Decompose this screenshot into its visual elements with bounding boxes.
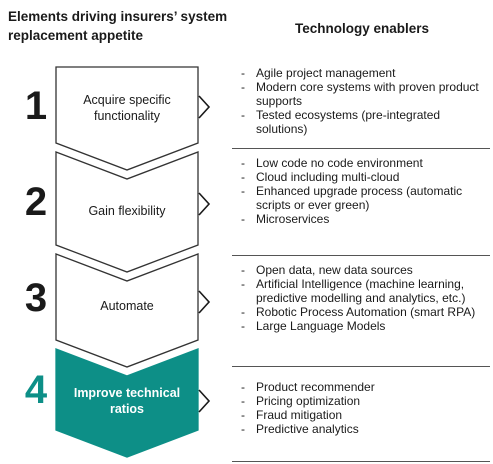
enabler-list-4: -Product recommender -Pricing optimizati… [241,380,489,436]
list-item: -Artificial Intelligence (machine learni… [241,277,466,305]
enabler-text: Tested ecosystems (pre-integrated soluti… [256,108,441,136]
chevron-right-icon [198,290,211,314]
enabler-text: Low code no code environment [256,156,423,170]
section-divider [232,366,490,367]
chevron-box-2 [55,151,199,273]
list-item: -Pricing optimization [241,394,361,408]
element-number-2: 2 [24,180,48,224]
chevron-right-icon [198,192,211,216]
enabler-text: Pricing optimization [256,394,361,408]
element-label-4: Improve technical ratios [73,386,181,416]
list-item: -Robotic Process Automation (smart RPA) [241,305,476,319]
list-item: -Modern core systems with proven product… [241,80,479,108]
list-item: -Tested ecosystems (pre-integrated solut… [241,108,441,136]
list-item: -Predictive analytics [241,422,359,436]
list-item: -Enhanced upgrade process (automatic scr… [241,184,463,212]
section-divider [232,255,490,256]
chevron-box-1 [55,66,199,171]
element-label-3: Automate [100,299,154,313]
chevron-box-3 [55,253,199,368]
section-divider [232,461,490,462]
enabler-text: Predictive analytics [256,422,359,436]
enabler-text: Agile project management [256,66,396,80]
enabler-list-2: -Low code no code environment -Cloud inc… [241,156,489,226]
enabler-text: Enhanced upgrade process (automatic scri… [256,184,463,212]
list-item: -Low code no code environment [241,156,423,170]
list-item: -Microservices [241,212,330,226]
right-column-header: Technology enablers [294,21,430,36]
enabler-text: Product recommender [256,380,375,394]
enabler-text: Microservices [256,212,330,226]
enabler-text: Modern core systems with proven product … [256,80,479,108]
enabler-list-3: -Open data, new data sources -Artificial… [241,263,489,333]
section-divider [232,148,490,149]
list-item: -Product recommender [241,380,375,394]
enabler-text: Cloud including multi-cloud [256,170,400,184]
enabler-text: Large Language Models [256,319,386,333]
list-item: -Large Language Models [241,319,386,333]
enabler-list-1: -Agile project management -Modern core s… [241,66,489,136]
list-item: -Agile project management [241,66,396,80]
element-label-2: Gain flexibility [88,204,166,218]
element-number-3: 3 [24,276,48,320]
list-item: -Cloud including multi-cloud [241,170,400,184]
element-number-4: 4 [24,368,48,412]
element-label-1: Acquire specific functionality [83,93,171,123]
enabler-text: Robotic Process Automation (smart RPA) [256,305,476,319]
chevron-right-icon [198,389,211,413]
element-number-1: 1 [24,84,48,128]
list-item: -Open data, new data sources [241,263,413,277]
enabler-text: Fraud mitigation [256,408,343,422]
chevron-box-4 [55,348,199,458]
left-column-header: Elements driving insurers’ system replac… [8,9,228,43]
chevron-right-icon [198,95,211,119]
enabler-text: Open data, new data sources [256,263,413,277]
list-item: -Fraud mitigation [241,408,343,422]
enabler-text: Artificial Intelligence (machine learnin… [256,277,466,305]
